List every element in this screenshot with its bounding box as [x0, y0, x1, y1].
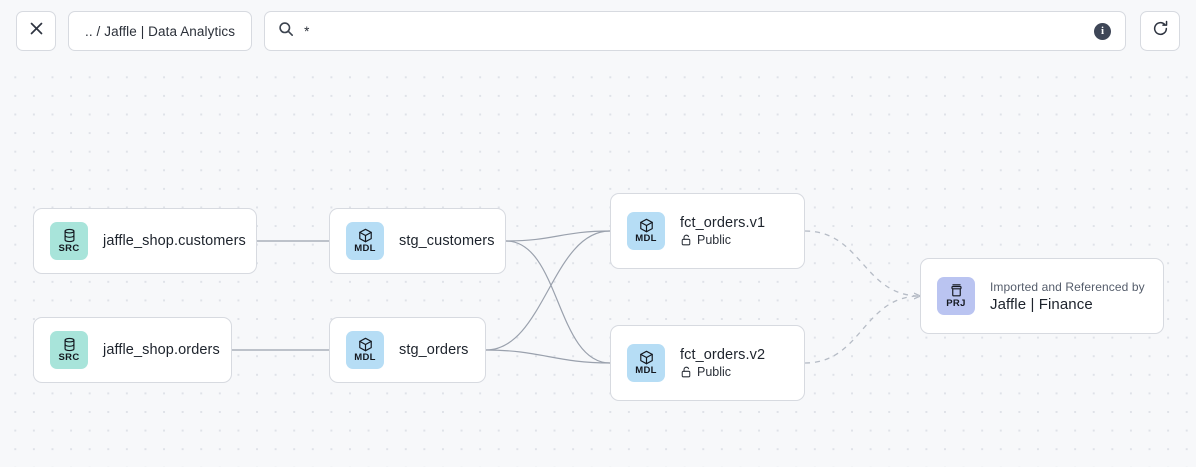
- node-fct-orders-v1[interactable]: MDL fct_orders.v1 Public: [610, 193, 805, 269]
- close-icon: [29, 21, 44, 41]
- node-stg-customers[interactable]: MDL stg_customers: [329, 208, 506, 274]
- search-icon: [278, 21, 294, 42]
- badge-prj: PRJ: [937, 277, 975, 315]
- refresh-icon: [1152, 20, 1169, 42]
- edge-fct-v1-prj: [804, 230, 920, 296]
- cube-icon: [639, 218, 654, 233]
- node-label: fct_orders.v2: [680, 347, 766, 363]
- badge-mdl: MDL: [346, 222, 384, 260]
- badge-label: MDL: [635, 233, 657, 244]
- badge-label: MDL: [354, 352, 376, 363]
- edge-stg-customers-fct-v1: [505, 230, 611, 242]
- visibility-label: Public: [697, 233, 732, 247]
- node-visibility: Public: [680, 365, 765, 379]
- cube-icon: [358, 337, 373, 352]
- close-button[interactable]: [16, 11, 56, 51]
- badge-label: SRC: [58, 243, 80, 254]
- unlock-icon: [680, 366, 692, 378]
- edge-stg-customers-fct-v2: [505, 240, 611, 364]
- badge-mdl: MDL: [627, 344, 665, 382]
- node-caption: Imported and Referenced by: [990, 279, 1145, 294]
- badge-label: MDL: [354, 243, 376, 254]
- badge-label: PRJ: [946, 298, 966, 309]
- node-src-orders[interactable]: SRC jaffle_shop.orders: [33, 317, 232, 383]
- top-toolbar: .. / Jaffle | Data Analytics * i: [0, 0, 1196, 62]
- node-fct-orders-v2[interactable]: MDL fct_orders.v2 Public: [610, 325, 805, 401]
- lineage-canvas[interactable]: SRC jaffle_shop.customers SRC jaffle_sho…: [0, 62, 1196, 467]
- edge-fct-v2-prj: [804, 296, 920, 364]
- badge-label: SRC: [58, 352, 80, 363]
- node-stg-orders[interactable]: MDL stg_orders: [329, 317, 486, 383]
- node-visibility: Public: [680, 233, 765, 247]
- badge-src: SRC: [50, 222, 88, 260]
- cube-icon: [639, 350, 654, 365]
- breadcrumb-label: .. / Jaffle | Data Analytics: [85, 23, 236, 39]
- node-label: Jaffle | Finance: [990, 295, 1093, 313]
- project-icon: [949, 283, 964, 298]
- node-prj-finance[interactable]: PRJ Imported and Referenced by Jaffle | …: [920, 258, 1164, 334]
- node-label: stg_customers: [399, 233, 495, 249]
- visibility-label: Public: [697, 365, 732, 379]
- database-icon: [62, 337, 77, 352]
- node-src-customers[interactable]: SRC jaffle_shop.customers: [33, 208, 257, 274]
- node-label: jaffle_shop.customers: [103, 233, 246, 249]
- node-text: fct_orders.v1 Public: [680, 215, 765, 247]
- node-text: Imported and Referenced by Jaffle | Fina…: [990, 280, 1145, 313]
- edge-stg-orders-fct-v2: [485, 349, 611, 364]
- database-icon: [62, 228, 77, 243]
- search-value: *: [304, 24, 310, 39]
- node-text: fct_orders.v2 Public: [680, 347, 765, 379]
- search-input[interactable]: * i: [264, 11, 1126, 51]
- info-icon[interactable]: i: [1094, 22, 1111, 40]
- refresh-button[interactable]: [1140, 11, 1180, 51]
- breadcrumb[interactable]: .. / Jaffle | Data Analytics: [68, 11, 253, 51]
- cube-icon: [358, 228, 373, 243]
- badge-mdl: MDL: [346, 331, 384, 369]
- node-label: fct_orders.v1: [680, 215, 766, 231]
- node-label: stg_orders: [399, 342, 469, 358]
- badge-mdl: MDL: [627, 212, 665, 250]
- node-label: jaffle_shop.orders: [103, 342, 220, 358]
- unlock-icon: [680, 234, 692, 246]
- badge-src: SRC: [50, 331, 88, 369]
- badge-label: MDL: [635, 365, 657, 376]
